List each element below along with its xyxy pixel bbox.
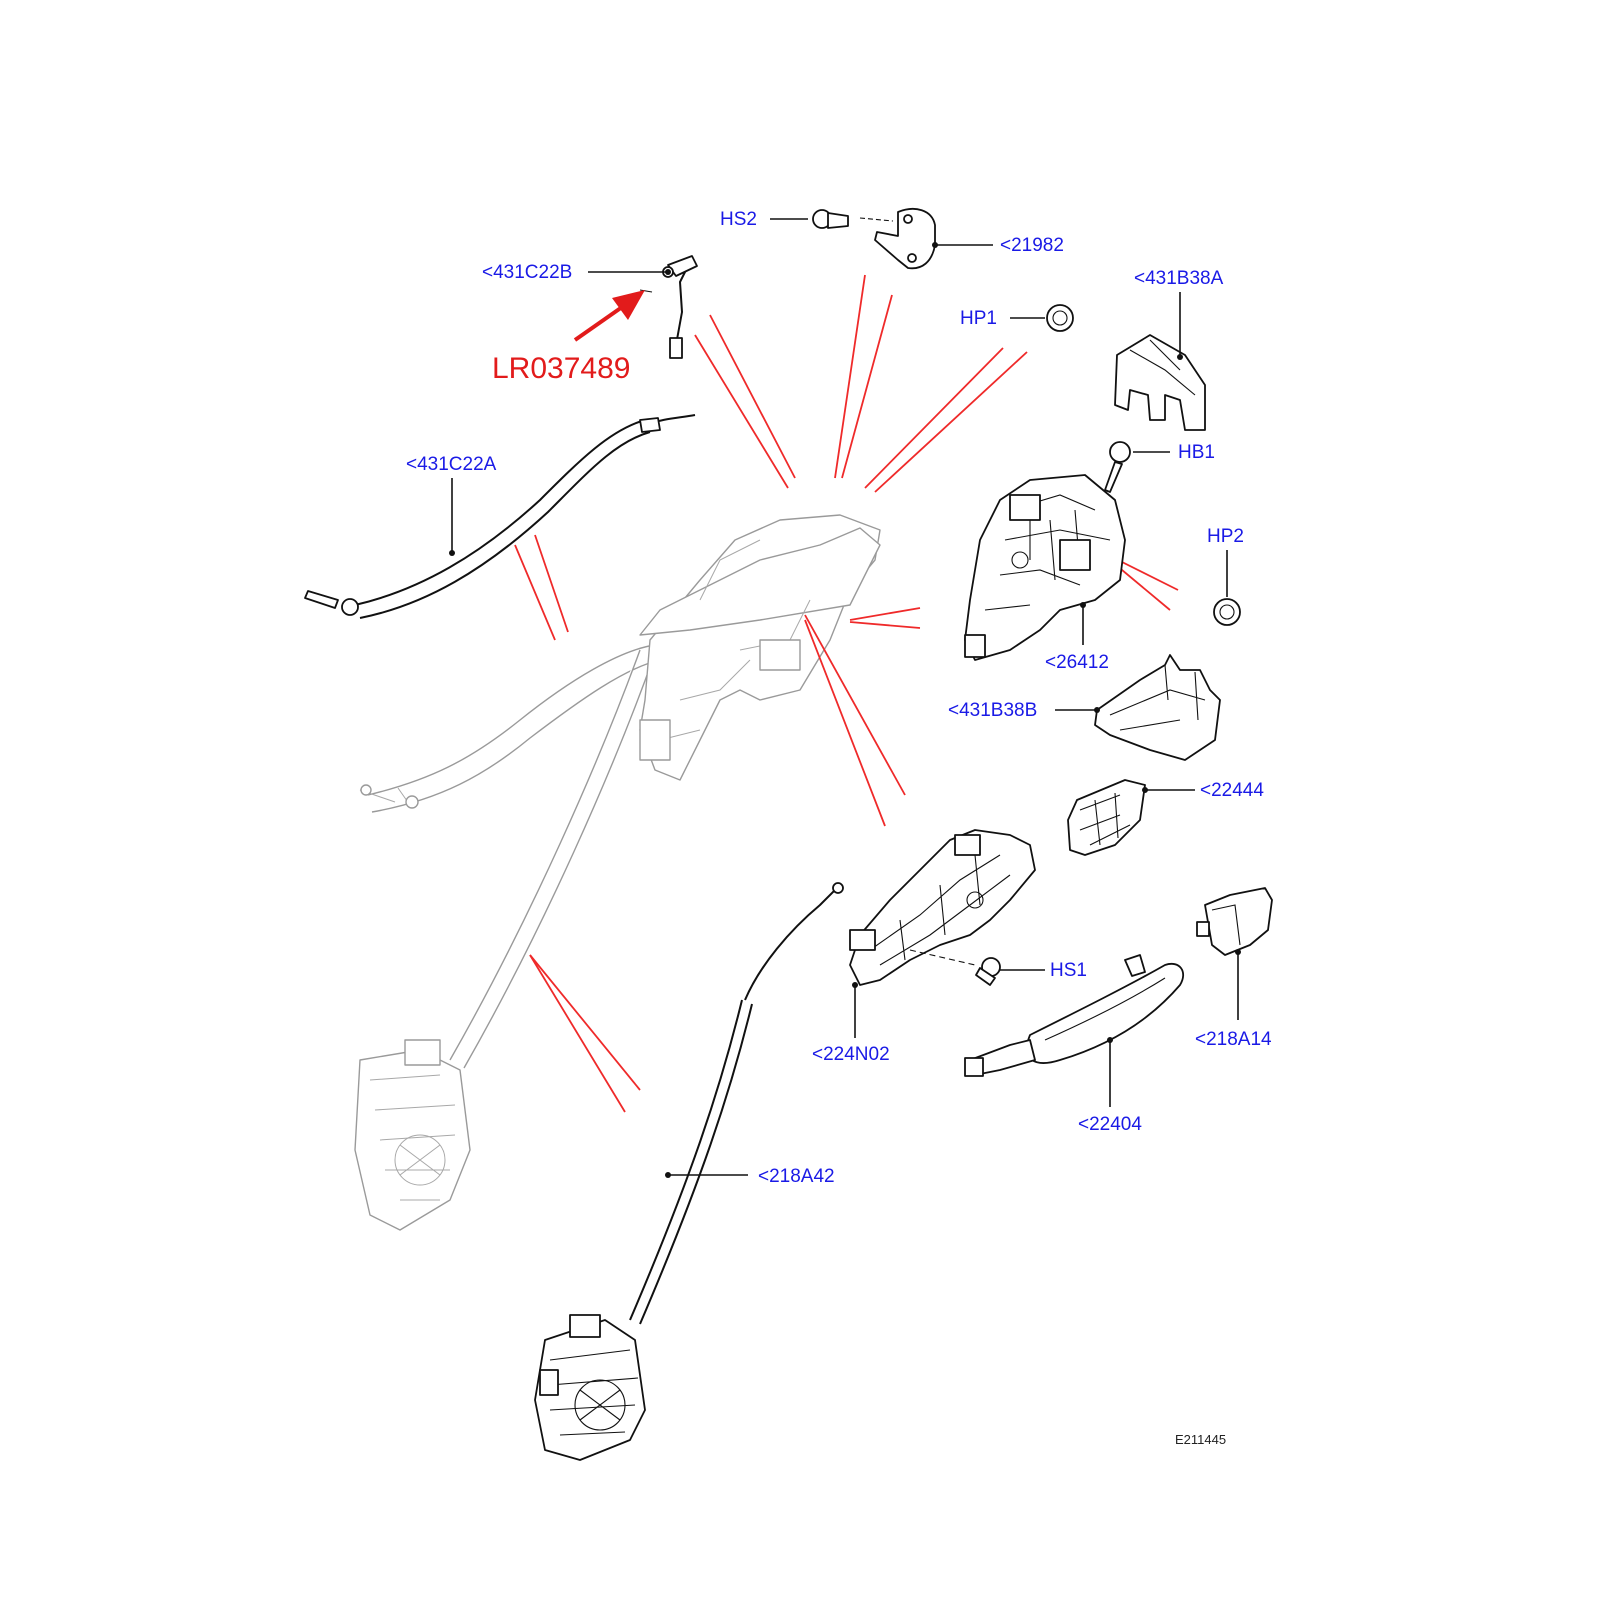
label-431b38a: <431B38A xyxy=(1134,268,1224,289)
label-22404: <22404 xyxy=(1078,1114,1142,1135)
handle-22404 xyxy=(964,954,1185,1077)
cover-431b38a xyxy=(1114,334,1206,431)
label-hb1: HB1 xyxy=(1178,442,1215,463)
label-21982: <21982 xyxy=(1000,235,1064,256)
label-431c22a: <431C22A xyxy=(406,454,497,475)
bolt-hb1 xyxy=(1104,441,1131,493)
label-224n02: <224N02 xyxy=(812,1044,890,1065)
label-218a42: <218A42 xyxy=(758,1166,835,1187)
label-hs2: HS2 xyxy=(720,209,757,230)
red-pointer-lines xyxy=(514,274,1179,1113)
cable-431c22a xyxy=(304,414,696,619)
handle-bracket-224n02 xyxy=(849,829,1036,986)
label-218a14: <218A14 xyxy=(1195,1029,1272,1050)
label-431c22b: <431C22B xyxy=(482,262,572,283)
screw-hs2 xyxy=(812,209,894,229)
leader-lines xyxy=(449,218,1241,1178)
bracket-431b38b xyxy=(1094,654,1221,761)
cap-218a14 xyxy=(1196,887,1273,956)
cable-431c22b xyxy=(639,255,698,359)
ghost-assembly xyxy=(354,514,881,1231)
escutcheon-22444 xyxy=(1067,779,1146,856)
oring-hp2 xyxy=(1213,598,1241,626)
highlight-part-number: LR037489 xyxy=(492,352,630,385)
label-hp2: HP2 xyxy=(1207,526,1244,547)
label-26412: <26412 xyxy=(1045,652,1109,673)
footer-code: E211445 xyxy=(1175,1432,1226,1447)
label-431b38b: <431B38B xyxy=(948,700,1037,721)
cable-218a42 xyxy=(629,882,844,1325)
bolt-hp1 xyxy=(1046,304,1074,332)
striker-21982 xyxy=(874,208,936,270)
label-hs1: HS1 xyxy=(1050,960,1087,981)
latch-26412 xyxy=(964,474,1126,661)
label-22444: <22444 xyxy=(1200,780,1264,801)
label-hp1: HP1 xyxy=(960,308,997,329)
screw-hs1 xyxy=(975,957,1001,986)
highlight-arrow xyxy=(573,290,645,342)
lower-latch-module xyxy=(534,1314,646,1461)
